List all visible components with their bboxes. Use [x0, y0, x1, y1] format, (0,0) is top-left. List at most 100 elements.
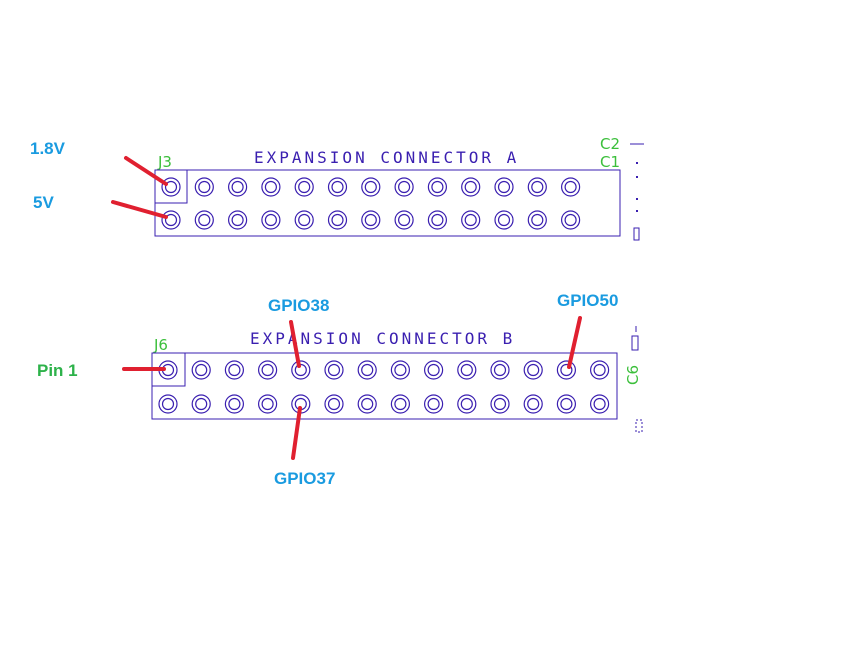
c6-dash — [635, 419, 643, 433]
connector-a-pad-hole-r2-13 — [564, 213, 577, 227]
connector-b-pad-r1-8 — [390, 360, 410, 380]
connector-b-pad-r2-11 — [490, 394, 510, 414]
c2-label: C2 — [600, 135, 620, 153]
connector-a-pad-r2-11 — [494, 210, 514, 230]
connector-b-pad-hole-r1-14 — [593, 363, 606, 377]
pointer-arrows — [111, 156, 582, 460]
connector-b-pad-hole-r2-3 — [228, 397, 241, 411]
connector-b-pad-r1-3 — [224, 360, 244, 380]
c1-dot-2 — [636, 176, 638, 178]
connector-b-pad-hole-r2-13 — [560, 397, 573, 411]
arrow-gpio37 — [291, 406, 302, 460]
connector-a-pad-r2-10 — [461, 210, 481, 230]
connector-a-pad-r2-4 — [261, 210, 281, 230]
connector-b-pad-r1-12 — [523, 360, 543, 380]
connector-a-pads — [161, 177, 581, 230]
connector-b-pad-r1-7 — [357, 360, 377, 380]
connector-b-pad-r2-10 — [457, 394, 477, 414]
connector-a-pad-r1-7 — [361, 177, 381, 197]
c1-dot-4 — [636, 210, 638, 212]
connector-a-pad-r1-8 — [394, 177, 414, 197]
annotations: 1.8V 5V GPIO38 GPIO50 Pin 1 GPIO37 — [30, 139, 618, 488]
connector-a-pad-hole-r1-8 — [398, 180, 411, 194]
connector-a-pad-r1-2 — [194, 177, 214, 197]
connector-b-pads — [158, 360, 610, 414]
connector-a-pad-hole-r1-12 — [531, 180, 544, 194]
connector-a-pad-hole-r2-6 — [331, 213, 344, 227]
connector-a-outline — [154, 169, 621, 237]
connector-b-pad-hole-r2-12 — [527, 397, 540, 411]
connector-b-pad-hole-r1-7 — [361, 363, 374, 377]
label-gpio38: GPIO38 — [268, 296, 329, 315]
connector-b: EXPANSION CONNECTOR B J6 — [151, 329, 618, 420]
connector-a-pad-r1-4 — [261, 177, 281, 197]
c1-dot-1 — [636, 162, 638, 164]
connector-b-pad-r1-4 — [258, 360, 278, 380]
connector-a-pad-hole-r1-10 — [464, 180, 477, 194]
connector-a-pad-r1-10 — [461, 177, 481, 197]
connector-a-pad-r1-9 — [427, 177, 447, 197]
connector-b-pad-r2-12 — [523, 394, 543, 414]
connector-a-pad-hole-r2-7 — [364, 213, 377, 227]
connector-a-pad-r2-8 — [394, 210, 414, 230]
connector-b-pad-r1-13 — [556, 360, 577, 380]
c6-label: C6 — [624, 365, 642, 385]
connector-a-pad-hole-r2-3 — [231, 213, 244, 227]
connector-a-pad-r1-5 — [294, 177, 314, 197]
connector-b-pad-r2-3 — [224, 394, 244, 414]
connector-a-pad-r2-13 — [560, 210, 581, 230]
connector-b-pad-r2-8 — [390, 394, 410, 414]
connector-a-pad-hole-r1-4 — [264, 180, 277, 194]
arrow-gpio38 — [289, 320, 301, 368]
connector-b-pad-hole-r2-14 — [593, 397, 606, 411]
connector-a-pad-r1-13 — [560, 177, 581, 197]
connector-a-pad-r2-7 — [361, 210, 381, 230]
connector-a-pad-r2-1 — [161, 210, 181, 230]
label-gpio50: GPIO50 — [557, 291, 618, 310]
connector-b-pad-r1-11 — [490, 360, 510, 380]
connector-a-pad-hole-r2-11 — [497, 213, 511, 227]
connector-b-pad-hole-r1-4 — [261, 363, 274, 377]
connector-a-pad-hole-r2-8 — [398, 213, 411, 227]
connector-b-pad-hole-r1-6 — [327, 363, 341, 377]
connector-b-pad-r2-4 — [258, 394, 278, 414]
connector-b-pad-r2-1 — [158, 394, 178, 414]
arrow-1v8 — [124, 156, 168, 186]
connector-b-outline — [151, 352, 618, 420]
connector-a-pad-hole-r2-4 — [264, 213, 277, 227]
connector-a-pad-hole-r2-12 — [531, 213, 544, 227]
connector-b-pad-r1-10 — [457, 360, 477, 380]
label-5v: 5V — [33, 193, 54, 212]
connector-b-pad-hole-r2-10 — [460, 397, 473, 411]
c1-label: C1 — [600, 153, 620, 171]
connector-a-pad-r1-11 — [494, 177, 514, 197]
connector-b-pad-hole-r2-6 — [327, 397, 341, 411]
connector-a-pad-hole-r1-11 — [497, 180, 511, 194]
connector-b-pad-hole-r2-4 — [261, 397, 274, 411]
c6-pad — [631, 335, 639, 351]
connector-a: EXPANSION CONNECTOR A J3 — [154, 148, 621, 237]
connector-b-pad-hole-r2-1 — [161, 397, 175, 411]
connector-a-pad-hole-r1-7 — [364, 180, 377, 194]
connector-a-title: EXPANSION CONNECTOR A — [254, 148, 519, 167]
connector-a-pad-hole-r1-1 — [164, 180, 178, 194]
connector-a-pad-r1-3 — [228, 177, 248, 197]
label-pin1: Pin 1 — [37, 361, 78, 380]
connector-b-pad-hole-r1-5 — [294, 363, 307, 377]
connector-b-pad-r2-9 — [424, 394, 444, 414]
connector-a-pad-r2-5 — [294, 210, 314, 230]
connector-a-pad-r1-12 — [527, 177, 547, 197]
connector-a-pad-r2-3 — [228, 210, 248, 230]
connector-b-pad-r2-14 — [589, 394, 610, 414]
connector-b-pad-r1-14 — [589, 360, 610, 380]
connector-b-pad-hole-r1-10 — [460, 363, 473, 377]
connector-b-pad-hole-r1-8 — [394, 363, 407, 377]
connector-b-pad-r1-9 — [424, 360, 444, 380]
connector-b-pad-hole-r2-8 — [394, 397, 407, 411]
connector-a-pad-hole-r1-6 — [331, 180, 344, 194]
connector-a-pad-r2-6 — [327, 210, 348, 230]
connector-b-pad-hole-r1-13 — [560, 363, 573, 377]
connector-a-pad-hole-r2-2 — [198, 213, 211, 227]
connector-b-title: EXPANSION CONNECTOR B — [250, 329, 515, 348]
